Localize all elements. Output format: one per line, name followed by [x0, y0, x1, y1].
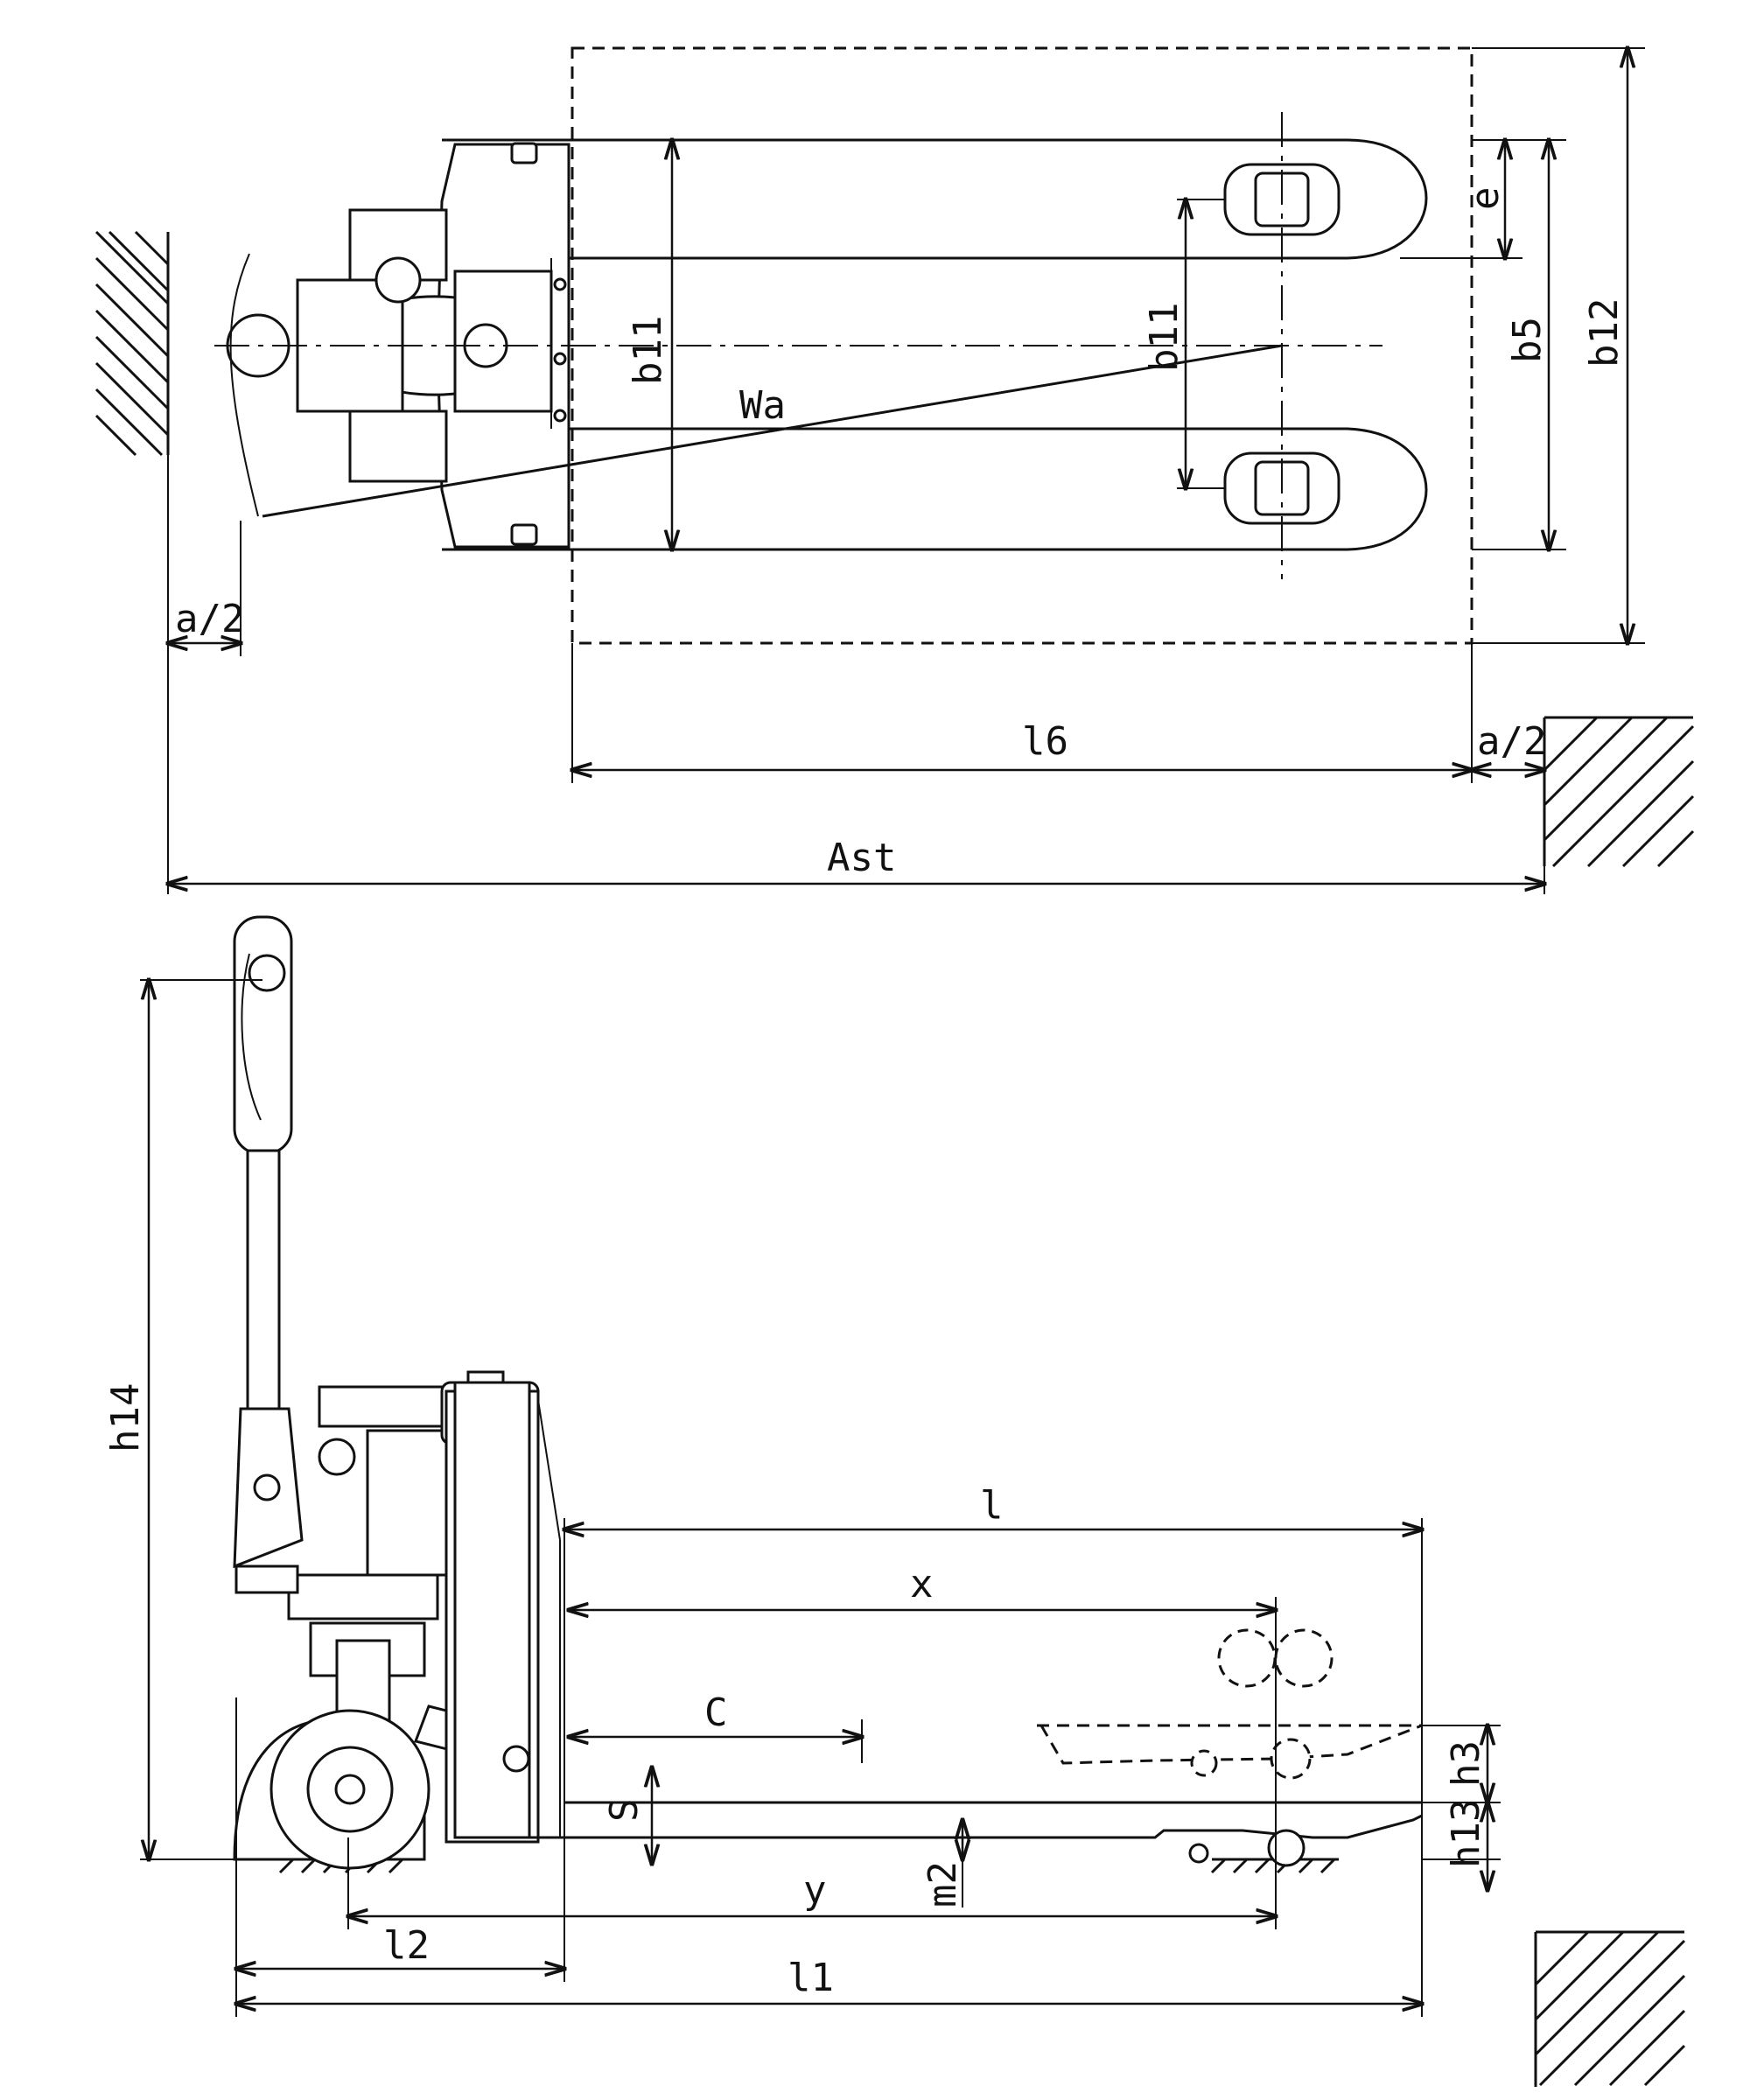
pallet-outline [570, 46, 1474, 645]
b11-right-label: b11 [1142, 303, 1186, 372]
l1-label: l1 [788, 1956, 834, 2000]
forks-raised [1037, 1628, 1423, 1780]
ast-dimension: Ast [168, 455, 1544, 894]
ast-label: Ast [827, 836, 896, 880]
l1-dimension: l1 [236, 1899, 1422, 2017]
a2-left-label: a/2 [175, 597, 244, 641]
l-dimension: l [564, 1483, 1422, 1899]
b11-right-dimension: b11 [1142, 200, 1225, 488]
a2-right-dimension: a/2 [1472, 719, 1546, 770]
h3-dimension: h3 [1422, 1726, 1501, 1802]
l6-label: l6 [1022, 719, 1068, 764]
c-dimension: C [569, 1690, 862, 1763]
b5-label: b5 [1505, 317, 1550, 363]
chassis-side [440, 1370, 561, 1844]
e-dimension: e [1400, 140, 1522, 258]
b12-dimension: b12 [1472, 48, 1645, 643]
load-roller-lowered [1267, 1829, 1306, 1867]
b11-left-dimension: b11 [626, 140, 672, 550]
l6-dimension: l6 [572, 643, 1472, 783]
side-view: h14 l x C S m2 [103, 915, 1686, 2087]
b5-dimension: b5 [1472, 140, 1566, 550]
b11-left-label: b11 [626, 316, 670, 385]
wa-line [262, 344, 1283, 518]
tiller-handle [233, 915, 304, 1569]
h14-label: h14 [103, 1383, 148, 1452]
y-label: y [803, 1868, 827, 1913]
m2-label: m2 [920, 1861, 965, 1908]
l2-label: l2 [383, 1923, 430, 1968]
forks-lowered [455, 1801, 1423, 1867]
x-dimension: x [569, 1562, 1276, 1899]
c-label: C [704, 1690, 728, 1735]
a2-left-dimension: a/2 [168, 521, 244, 656]
x-label: x [910, 1562, 934, 1606]
e-label: e [1463, 187, 1508, 211]
s-label: S [602, 1799, 647, 1823]
b12-label: b12 [1582, 298, 1627, 368]
top-view: Wa b11 b11 e b5 [94, 46, 1695, 894]
y-dimension: y [348, 1838, 1276, 1929]
bottom-right-wall-hatch [1534, 1930, 1686, 2087]
h13-dimension: h13 [1422, 1799, 1501, 1890]
wa-label: Wa [739, 383, 786, 428]
h13-label: h13 [1444, 1799, 1488, 1868]
s-dimension: S [602, 1768, 652, 1864]
drive-unit [233, 1385, 466, 1870]
a2-right-label: a/2 [1477, 719, 1546, 764]
h14-dimension: h14 [103, 980, 271, 1859]
l2-dimension: l2 [236, 1698, 564, 2017]
m2-dimension: m2 [920, 1820, 965, 1908]
l-label: l [980, 1483, 1004, 1528]
left-wall-hatch [94, 230, 170, 457]
h3-label: h3 [1444, 1740, 1488, 1787]
right-wall-hatch [1543, 716, 1695, 868]
